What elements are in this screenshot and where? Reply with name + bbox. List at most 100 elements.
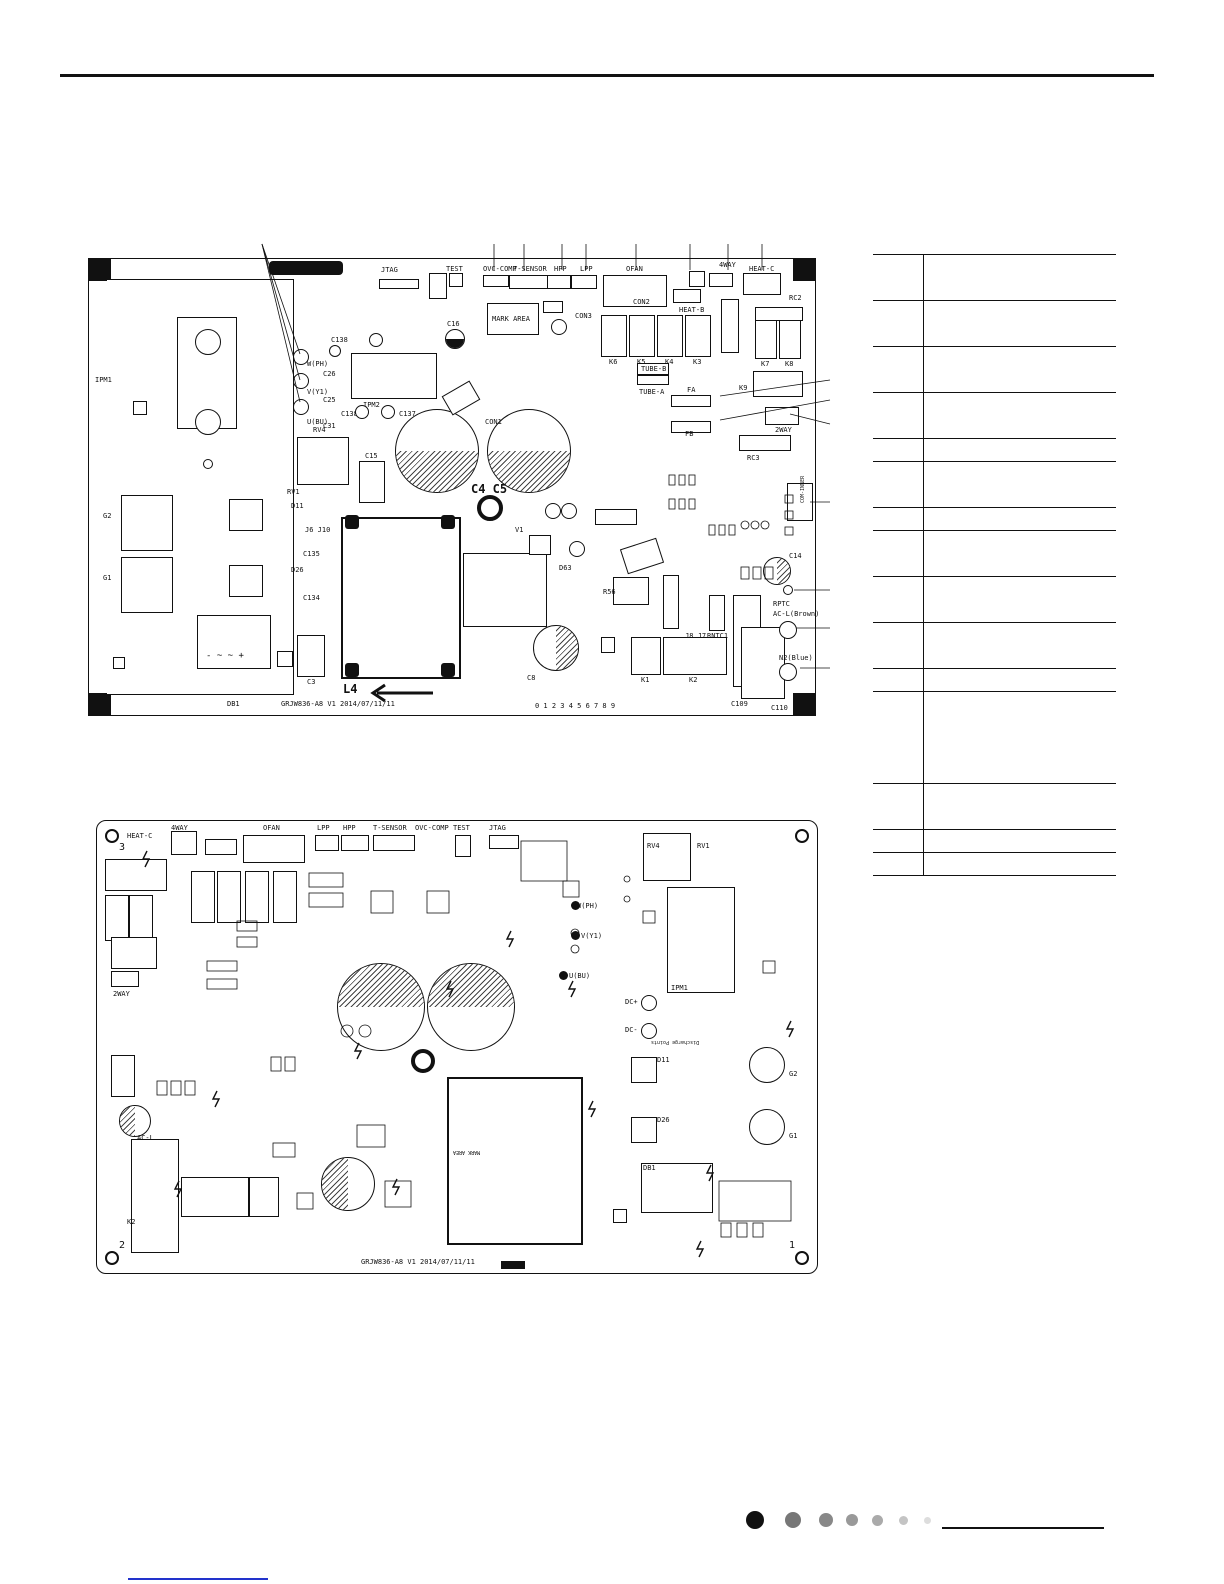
con2-label: CON2 — [633, 298, 650, 306]
corner-mark — [89, 259, 111, 281]
d11-block — [631, 1057, 657, 1083]
corner-mark — [793, 693, 815, 715]
transformer — [463, 553, 547, 627]
acl-label: AC-L — [137, 1134, 154, 1142]
rv4-varistor — [297, 437, 349, 485]
v1-label: V1 — [515, 526, 524, 534]
mount-hole — [411, 1049, 435, 1073]
footer-link-underline[interactable] — [128, 1578, 268, 1580]
k2-label: K2 — [127, 1218, 136, 1226]
com-inner-connector — [111, 1055, 135, 1097]
jtag-label: JTAG — [489, 824, 506, 832]
u-ph-label: U(BU) — [307, 418, 329, 426]
small-cap — [569, 541, 585, 557]
t-sensor-label: T-SENSOR — [513, 265, 547, 273]
rv4-label: RV4 — [647, 842, 660, 850]
ipm-chip — [667, 887, 735, 993]
page-dot — [899, 1516, 908, 1525]
2way-label: 2WAY — [113, 990, 130, 998]
c3-cap — [297, 635, 325, 677]
small-cap — [561, 503, 577, 519]
ipm1-label: IPM1 — [671, 984, 688, 992]
dc-plus-terminal — [641, 995, 657, 1011]
relay-k2 — [181, 1177, 249, 1217]
4way-label: 4WAY — [719, 261, 736, 269]
hpp-label: HPP — [554, 265, 567, 273]
corner-mark — [793, 259, 815, 281]
page-dot — [785, 1512, 801, 1528]
fa-label: FA — [687, 386, 696, 394]
d63-label: D63 — [559, 564, 572, 572]
heat-c-connector — [743, 273, 781, 295]
relay-k3 — [685, 315, 711, 357]
small-cap — [545, 503, 561, 519]
test-pad — [613, 1209, 627, 1223]
flow-arrow — [370, 683, 433, 703]
c135-label: C135 — [303, 550, 320, 558]
hpp-connector — [547, 275, 571, 289]
k9-label: K9 — [739, 384, 748, 392]
relay — [273, 871, 297, 923]
c14-cap — [763, 557, 791, 585]
v-terminal — [293, 373, 309, 389]
g1-heatsink — [749, 1109, 785, 1145]
dc-plus-label: DC+ — [625, 998, 638, 1006]
ipm1-label: IPM1 — [95, 376, 112, 384]
tube-a-connector — [637, 375, 669, 385]
pad — [689, 271, 705, 287]
vy1-label: V(Y1) — [581, 932, 603, 940]
c110-block — [741, 627, 785, 699]
n2-label: N2(Blue) — [779, 654, 813, 662]
u-pad — [559, 971, 568, 980]
k1-label: K1 — [641, 676, 650, 684]
heat-c-block — [105, 859, 167, 891]
ofan-label: OFAN — [626, 265, 643, 273]
relay-k9 — [111, 937, 157, 969]
ovc-comp-label: OVC-COMP — [483, 265, 517, 273]
c26-label: C26 — [323, 370, 336, 378]
jtag-label: JTAG — [381, 266, 398, 274]
fb-label: FB — [685, 430, 694, 438]
label-strip — [501, 1261, 525, 1269]
version-label: GRJW836-A8 V1 2014/07/11/11 — [361, 1258, 475, 1266]
c3-label: C3 — [307, 678, 316, 686]
relay-k4 — [657, 315, 683, 357]
small-cap — [381, 405, 395, 419]
k3-label: K3 — [693, 358, 702, 366]
g1-transistor — [121, 557, 173, 613]
d11-label: D11 — [291, 502, 304, 510]
page-dot — [746, 1511, 764, 1529]
g2-transistor — [121, 495, 173, 551]
small-cap — [369, 333, 383, 347]
lpp-label: LPP — [580, 265, 593, 273]
mark-3: 3 — [119, 842, 126, 853]
l4-inductor — [341, 517, 461, 679]
l4-label: L4 — [343, 682, 358, 696]
rc2-label: RC2 — [789, 294, 802, 302]
c8-cap — [321, 1157, 375, 1211]
d11-diode — [229, 499, 263, 531]
page-dot — [872, 1515, 883, 1526]
d26-label: D26 — [657, 1116, 670, 1124]
relay-k8 — [105, 895, 129, 941]
test-header — [455, 835, 471, 857]
label-strip — [269, 261, 343, 275]
c25-label: C25 — [323, 396, 336, 404]
rv1-label: RV1 — [287, 488, 300, 496]
fa-fuse — [671, 395, 711, 407]
relay-k2 — [663, 637, 727, 675]
wph-label: W(PH) — [577, 902, 599, 910]
c4c5-label: C4 C5 — [471, 482, 508, 496]
c4-bulk-cap — [395, 409, 479, 493]
relay-k6 — [601, 315, 627, 357]
k8-label: K8 — [785, 360, 794, 368]
mark-1: 1 — [789, 1240, 796, 1251]
test-label: TEST — [446, 265, 463, 273]
relay-k1 — [631, 637, 661, 675]
ofan-connector — [243, 835, 305, 863]
corner-mark — [89, 693, 111, 715]
fuse — [663, 575, 679, 629]
hpp-label: HPP — [343, 824, 356, 832]
j6j10-label: J6 J10 — [305, 526, 331, 534]
c16-label: C16 — [447, 320, 460, 328]
